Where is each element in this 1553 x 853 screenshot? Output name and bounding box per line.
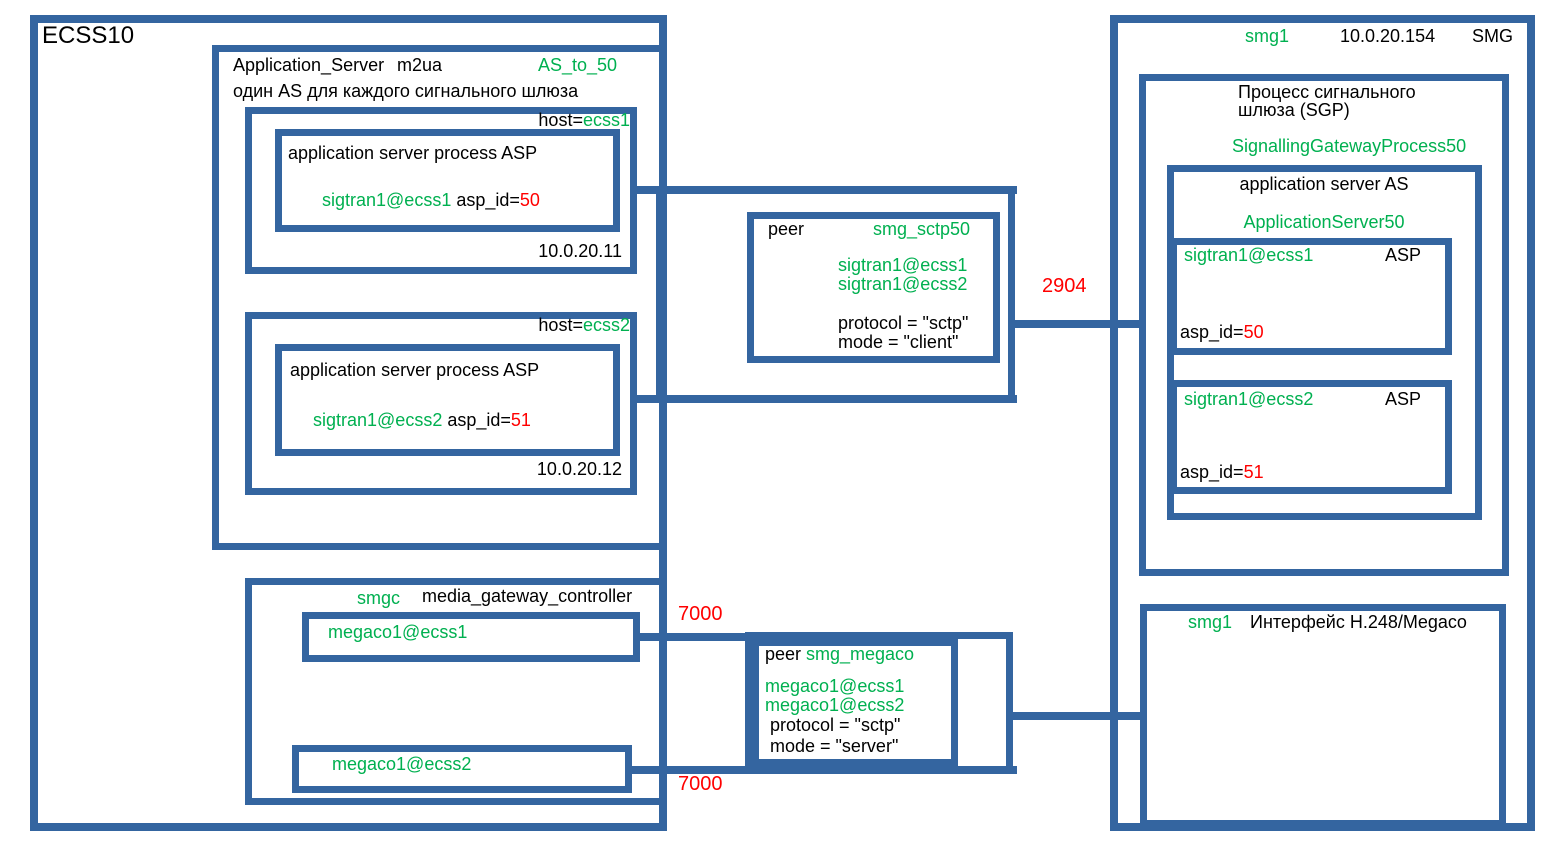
smg-as-name: ApplicationServer50 bbox=[1243, 212, 1405, 232]
host-ecss1-label: host=ecss1 bbox=[300, 110, 630, 132]
connector-peer-to-sgp-line bbox=[1013, 320, 1145, 328]
host-ecss2-ip: 10.0.20.12 bbox=[536, 459, 622, 479]
port-megaco-bottom-label: 7000 bbox=[678, 773, 723, 795]
smg-asp2-endpoint: sigtran1@ecss2 bbox=[1184, 389, 1314, 409]
host-label: host= bbox=[538, 110, 583, 130]
smg-asp1-id-line: asp_id=50 bbox=[1180, 322, 1264, 344]
asp-process-ecss2-title: application server process ASP bbox=[290, 360, 540, 380]
smg-asp2-id-line: asp_id=51 bbox=[1180, 462, 1264, 484]
application-server-subtitle: один AS для каждого сигнального шлюза bbox=[233, 81, 579, 101]
connector-megaco1-to-peer-line bbox=[633, 633, 753, 641]
smg-ip: 10.0.20.154 bbox=[1340, 26, 1436, 46]
asp-id-value: 50 bbox=[1243, 322, 1264, 342]
peer-sctp-name: smg_sctp50 bbox=[873, 219, 971, 239]
peer-megaco-label: peer bbox=[765, 644, 802, 664]
peer-sctp-box bbox=[747, 212, 1000, 363]
asp-id-label: asp_id= bbox=[1180, 462, 1244, 482]
asp-id-label: asp_id= bbox=[442, 410, 511, 430]
connector-peer-to-megaco-if-line bbox=[1013, 712, 1145, 720]
asp-id-label: asp_id= bbox=[451, 190, 520, 210]
asp-process-ecss1-box bbox=[275, 129, 620, 232]
host-ecss2-label: host=ecss2 bbox=[300, 315, 630, 337]
host-label: host= bbox=[538, 315, 583, 335]
peer-sctp-outer-box bbox=[656, 186, 1015, 403]
smg-megaco-interface-title: Интерфейс H.248/Megaco bbox=[1250, 612, 1467, 632]
asp-process-ecss2-box bbox=[275, 344, 620, 456]
smgc-name: smgc bbox=[357, 588, 401, 608]
peer-megaco-name: smg_megaco bbox=[806, 644, 915, 664]
peer-sctp-protocol: protocol = "sctp" bbox=[838, 313, 969, 333]
peer-sctp-endpoint1: sigtran1@ecss1 bbox=[838, 255, 968, 275]
host-ecss2-box bbox=[245, 312, 637, 495]
host-ecss1-ip: 10.0.20.11 bbox=[538, 241, 622, 261]
smgc-box bbox=[245, 578, 667, 805]
application-server-name: AS_to_50 bbox=[538, 55, 618, 75]
application-server-box bbox=[212, 45, 667, 550]
asp-endpoint: sigtran1@ecss2 bbox=[313, 410, 443, 430]
smg-name: smg1 bbox=[1245, 26, 1290, 46]
smg-asp2-label: ASP bbox=[1385, 389, 1422, 409]
asp-id-value: 51 bbox=[510, 410, 531, 430]
asp-process-ecss2-line: sigtran1@ecss2 asp_id=51 bbox=[313, 410, 531, 432]
application-server-protocol: m2ua bbox=[397, 55, 443, 75]
sgp-title-line1: Процесс сигнального bbox=[1238, 82, 1416, 102]
asp-id-value: 51 bbox=[1243, 462, 1264, 482]
ecss10-label: ECSS10 bbox=[42, 22, 135, 49]
asp-endpoint: sigtran1@ecss1 bbox=[322, 190, 452, 210]
smg-asp1-label: ASP bbox=[1385, 245, 1422, 265]
smg-asp2-box bbox=[1170, 380, 1452, 494]
asp-process-ecss1-title: application server process ASP bbox=[288, 143, 538, 163]
peer-sctp-label: peer bbox=[768, 219, 805, 239]
host-name: ecss2 bbox=[582, 315, 630, 335]
megaco1-ecss1-label: megaco1@ecss1 bbox=[328, 622, 468, 642]
peer-megaco-endpoint2: megaco1@ecss2 bbox=[765, 695, 905, 715]
peer-sctp-endpoint2: sigtran1@ecss2 bbox=[838, 274, 968, 294]
host-name: ecss1 bbox=[582, 110, 630, 130]
sgp-name: SignallingGatewayProcess50 bbox=[1232, 136, 1467, 156]
smgc-title: media_gateway_controller bbox=[422, 586, 633, 606]
port-sctp-label: 2904 bbox=[1042, 275, 1087, 297]
sgp-box bbox=[1139, 74, 1509, 576]
megaco1-ecss2-label: megaco1@ecss2 bbox=[332, 754, 472, 774]
smg-box bbox=[1110, 15, 1535, 831]
peer-megaco-box bbox=[752, 639, 958, 766]
peer-megaco-protocol: protocol = "sctp" bbox=[770, 715, 901, 735]
smg-as-title: application server AS bbox=[1239, 174, 1409, 194]
peer-sctp-mode: mode = "client" bbox=[838, 332, 959, 352]
asp-process-ecss1-line: sigtran1@ecss1 asp_id=50 bbox=[322, 190, 540, 212]
sgp-title-line2: шлюза (SGP) bbox=[1238, 100, 1350, 120]
smg-asp1-endpoint: sigtran1@ecss1 bbox=[1184, 245, 1314, 265]
smg-label: SMG bbox=[1472, 26, 1514, 46]
peer-megaco-outer-box bbox=[745, 632, 1013, 773]
peer-megaco-endpoint1: megaco1@ecss1 bbox=[765, 676, 905, 696]
asp-id-label: asp_id= bbox=[1180, 322, 1244, 342]
port-megaco-top-label: 7000 bbox=[678, 603, 723, 625]
asp-id-value: 50 bbox=[519, 190, 540, 210]
smg-megaco-interface-name: smg1 bbox=[1188, 612, 1233, 632]
smg-asp1-box bbox=[1170, 238, 1452, 355]
smg-megaco-interface-box bbox=[1140, 604, 1506, 827]
application-server-title: Application_Server bbox=[233, 55, 385, 75]
peer-megaco-mode: mode = "server" bbox=[770, 736, 899, 756]
